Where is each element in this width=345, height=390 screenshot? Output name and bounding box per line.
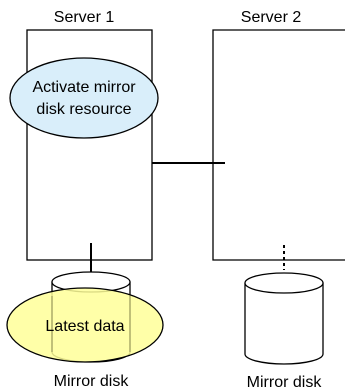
latest-data-label: Latest data [45, 318, 124, 335]
server1-label: Server 1 [54, 9, 115, 26]
disk2-label: Mirror disk [247, 374, 323, 390]
server2-label: Server 2 [241, 9, 302, 26]
mirror-disk-2 [244, 272, 324, 365]
callout-line2: disk resource [36, 101, 131, 118]
disk1-outline-through [51, 296, 131, 352]
activate-mirror-callout [9, 57, 159, 139]
latest-data-highlight [6, 287, 164, 363]
server2-box [212, 29, 345, 261]
callout-line1: Activate mirror [32, 79, 136, 96]
disk1-label: Mirror disk [54, 373, 130, 390]
